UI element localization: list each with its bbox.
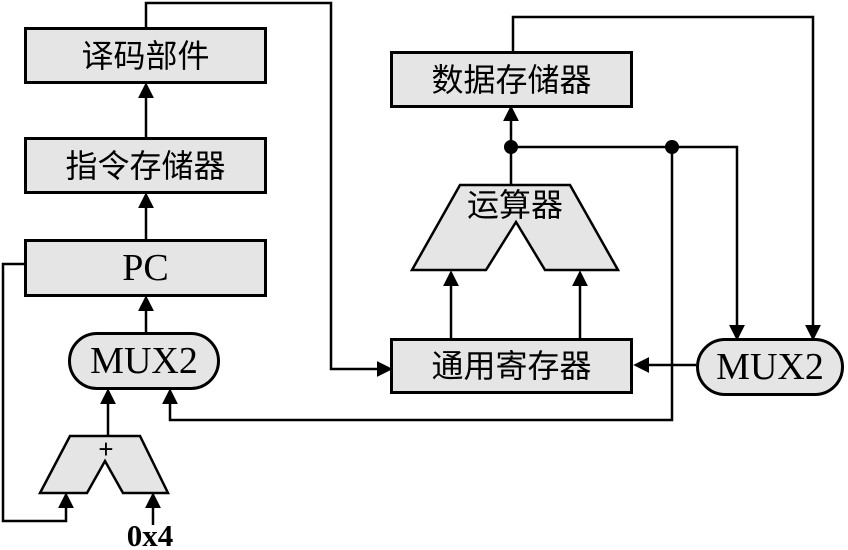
node-register-file: 通用寄存器 bbox=[390, 338, 633, 394]
node-instruction-memory: 指令存储器 bbox=[24, 137, 267, 194]
edge-pc-to-adder bbox=[1, 262, 75, 523]
node-decode-unit-label: 译码部件 bbox=[81, 37, 210, 74]
edge-decode-unit-to-register-file bbox=[144, 1, 393, 378]
node-instruction-memory-label: 指令存储器 bbox=[65, 147, 226, 184]
node-mux-pc: MUX2 bbox=[68, 332, 220, 390]
adder-operator-label: + bbox=[98, 433, 114, 464]
junction-dot bbox=[665, 140, 679, 154]
node-register-file-label: 通用寄存器 bbox=[431, 348, 592, 384]
node-data-memory: 数据存储器 bbox=[390, 51, 633, 108]
edge-alu-branch-to-mux-pc bbox=[161, 147, 674, 422]
edge-data-memory-to-mux-wb bbox=[511, 15, 822, 341]
node-mux-wb-label: MUX2 bbox=[716, 346, 824, 388]
junction-dot bbox=[504, 140, 518, 154]
node-pc-label: PC bbox=[122, 247, 169, 289]
node-alu-label: 运算器 bbox=[466, 187, 563, 223]
node-pc: PC bbox=[24, 239, 267, 297]
alu-shape bbox=[409, 183, 621, 272]
edge-alu-branch-to-mux-wb bbox=[511, 145, 746, 341]
adder-shape bbox=[37, 434, 171, 495]
node-data-memory-label: 数据存储器 bbox=[431, 61, 592, 98]
node-mux-wb: MUX2 bbox=[696, 338, 844, 396]
node-decode-unit: 译码部件 bbox=[24, 27, 267, 84]
const-0x4-label: 0x4 bbox=[126, 517, 174, 550]
node-mux-pc-label: MUX2 bbox=[90, 340, 198, 382]
